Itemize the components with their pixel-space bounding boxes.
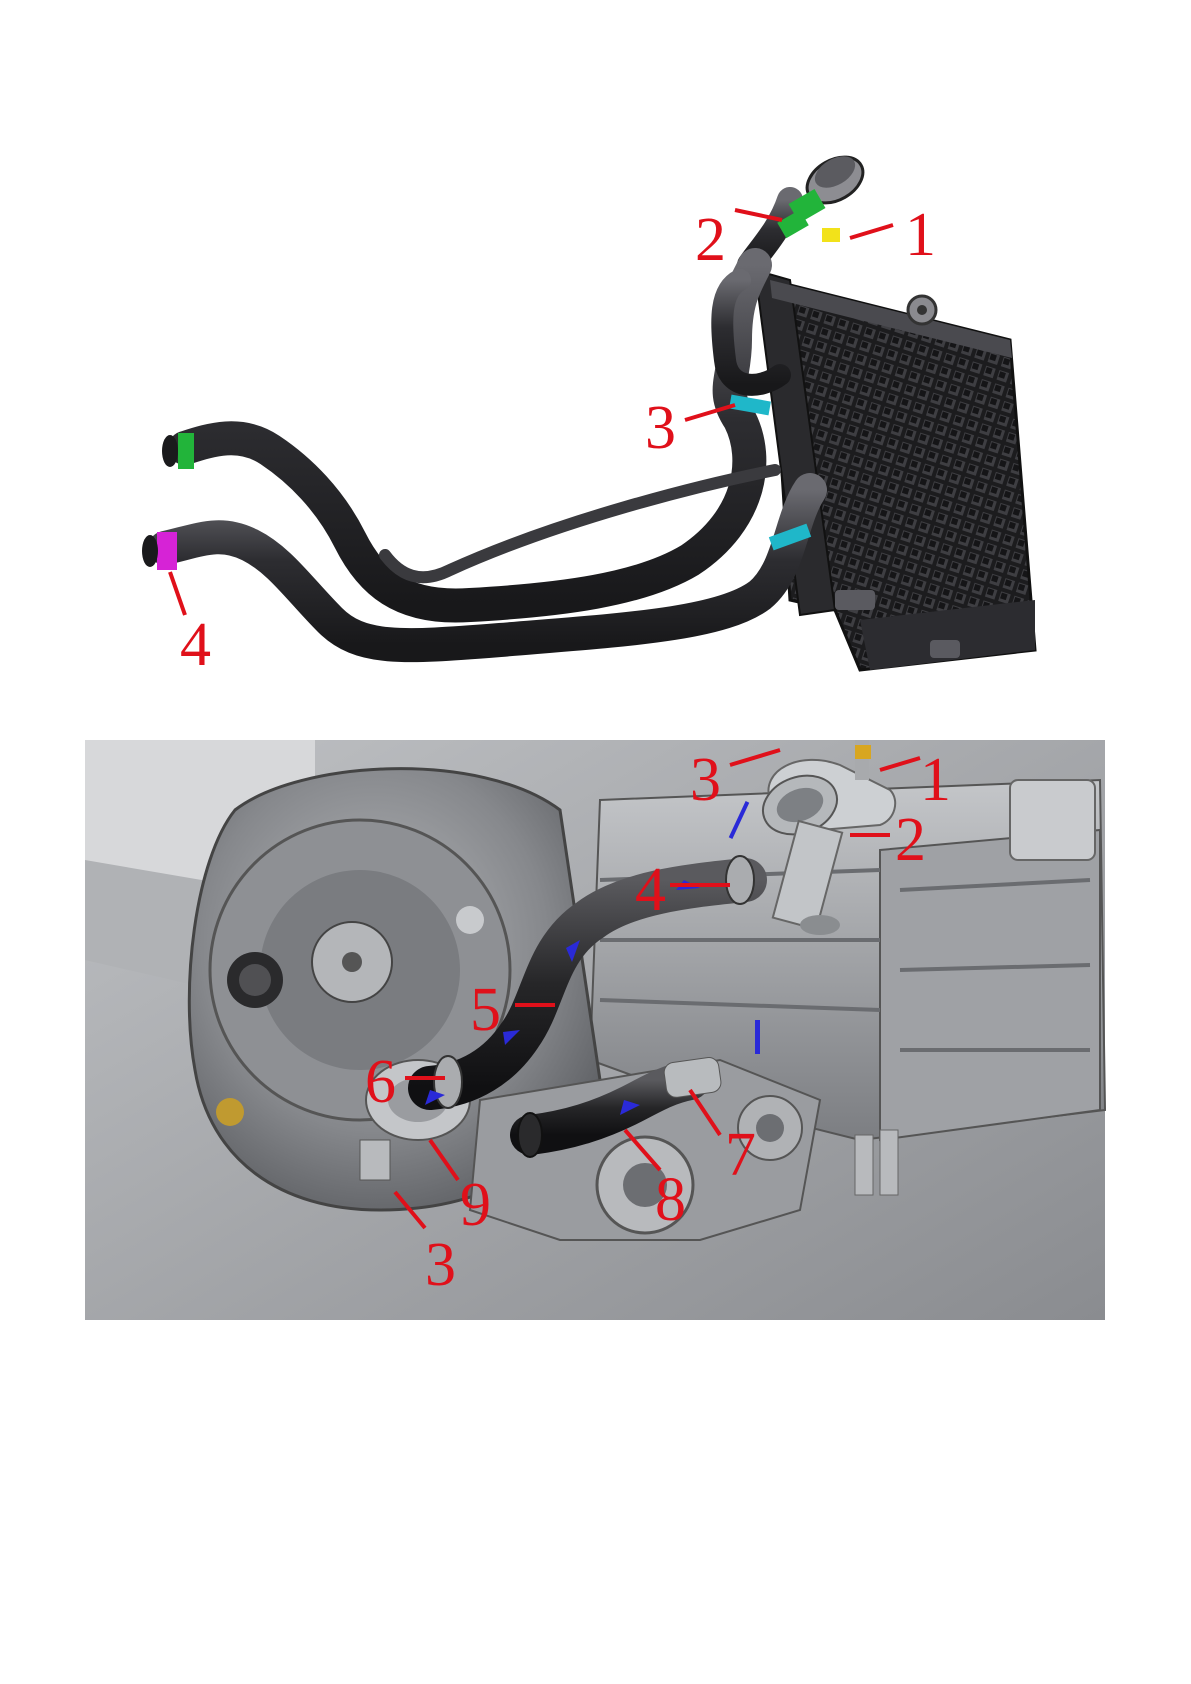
radiator-hoses-figure: 1 2 3 4: [0, 0, 1191, 720]
callout-top-1: 1: [850, 201, 936, 269]
magenta-clamp-end: [157, 532, 177, 570]
svg-text:6: 6: [365, 1048, 396, 1116]
svg-text:1: 1: [905, 201, 936, 269]
lower-hose: [165, 490, 810, 645]
svg-text:3: 3: [690, 746, 721, 814]
radiator: [755, 270, 1035, 670]
svg-text:1: 1: [920, 746, 951, 814]
svg-text:4: 4: [180, 611, 211, 679]
filler-neck: [750, 148, 871, 265]
svg-text:5: 5: [470, 976, 501, 1044]
clamp-lower: [518, 1113, 542, 1157]
engine-cooling-figure: 1 2 3 4 5 6 7 8 9 3: [0, 740, 1191, 1340]
clamp-4: [726, 856, 754, 904]
svg-text:2: 2: [895, 806, 926, 874]
callout-top-4: 4: [170, 572, 211, 679]
svg-text:3: 3: [425, 1231, 456, 1299]
clamp-6: [434, 1056, 462, 1108]
svg-text:9: 9: [460, 1171, 491, 1239]
svg-text:4: 4: [635, 856, 666, 924]
svg-text:2: 2: [695, 206, 726, 274]
svg-text:7: 7: [725, 1121, 756, 1189]
svg-text:3: 3: [645, 394, 676, 462]
engine-cooling-drawing: 1 2 3 4 5 6 7 8 9 3: [0, 740, 1191, 1340]
radiator-hoses-drawing: 1 2 3 4: [0, 0, 1191, 720]
green-clamp-end: [178, 433, 194, 469]
svg-text:8: 8: [655, 1166, 686, 1234]
